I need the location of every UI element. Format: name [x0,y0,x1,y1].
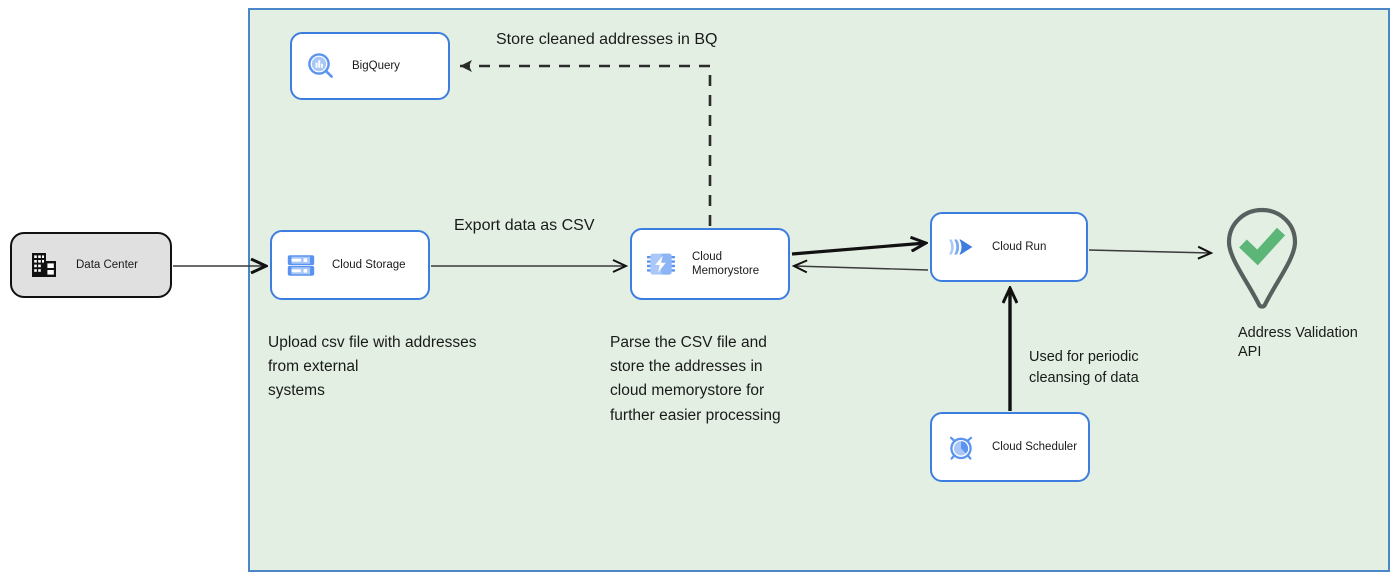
node-cloud-storage[interactable]: Cloud Storage [270,230,430,300]
cloud-storage-icon [287,255,315,276]
node-bigquery[interactable]: BigQuery [290,32,450,100]
node-cloud-run-label: Cloud Run [992,240,1047,253]
node-memorystore[interactable]: Cloud Memorystore [630,228,790,300]
node-data-center-label: Data Center [76,259,139,271]
node-memorystore-label: Cloud Memorystore [692,250,760,277]
annotation-upload-csv: Upload csv file with addresses from exte… [268,334,477,400]
node-cloud-scheduler-label: Cloud Scheduler [992,440,1078,453]
cloud-memorystore-icon [647,253,675,275]
node-cloud-scheduler[interactable]: Cloud Scheduler [930,412,1090,482]
address-validation-api-label: Address Validation API [1238,325,1358,361]
annotation-parse-csv: Parse the CSV file and store the address… [610,334,781,424]
data-center-icon [32,253,56,277]
address-validation-pin-icon[interactable] [1218,206,1306,311]
cloud-boundary-group [248,8,1390,572]
edge-label-export-data-as-csv: Export data as CSV [454,217,595,234]
cloud-scheduler-icon [949,436,973,460]
annotation-periodic-cleansing: Used for periodic cleansing of data [1029,349,1139,387]
node-data-center[interactable]: Data Center [10,232,172,298]
cloud-run-icon [949,239,973,255]
node-cloud-storage-label: Cloud Storage [332,258,406,271]
bigquery-icon [308,53,333,78]
node-cloud-run[interactable]: Cloud Run [930,212,1088,282]
node-bigquery-label: BigQuery [352,59,400,72]
edge-label-store-cleaned-addresses: Store cleaned addresses in BQ [496,31,718,48]
